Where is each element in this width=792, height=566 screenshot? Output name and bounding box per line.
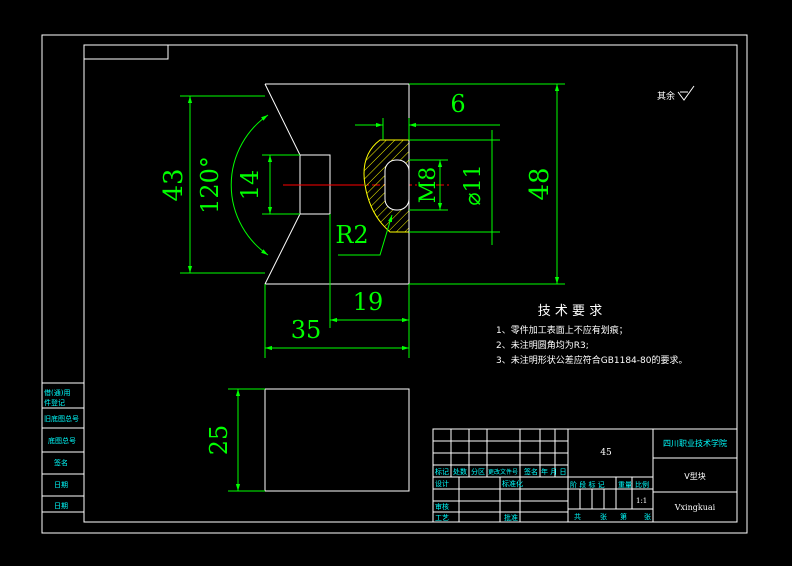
tech-item-3: 3、未注明形状公差应符合GB1184-80的要求。 <box>496 354 687 366</box>
dim-6: 6 <box>450 90 465 118</box>
side-column <box>41 382 85 513</box>
tb-header-1: 标记 <box>435 467 449 476</box>
dim-43: 43 <box>159 168 189 201</box>
title-block <box>432 428 738 523</box>
side-label-7: 日期 <box>54 502 68 510</box>
dim-48: 48 <box>525 167 555 200</box>
tb-material: 45 <box>600 448 612 458</box>
surface-note: 其余 <box>657 90 675 102</box>
side-label-6: 日期 <box>54 481 68 489</box>
tb-scale-label: 比例 <box>635 480 649 489</box>
dim-m8: M8 <box>416 167 441 204</box>
tb-sheet-1: 共 <box>574 512 581 521</box>
tb-std-label: 标准化 <box>502 479 523 488</box>
tb-header-4: 更改文件号 <box>488 468 518 476</box>
outer-frame <box>41 34 748 534</box>
tb-approve-label: 批准 <box>504 513 518 522</box>
dim-14: 14 <box>236 170 264 201</box>
tb-stage-label: 阶 段 标 记 <box>570 480 605 489</box>
tb-institution: 四川职业技术学院 <box>663 438 727 448</box>
tb-sheet-2: 张 <box>600 512 607 521</box>
dim-25: 25 <box>205 425 233 456</box>
tb-header-6: 年 月 日 <box>541 467 566 476</box>
dimension-lines <box>180 83 565 492</box>
bottom-view <box>264 388 410 492</box>
tb-weight-label: 重量 <box>618 481 632 489</box>
tb-header-2: 处数 <box>453 467 467 476</box>
side-label-2: 件登记 <box>44 398 65 407</box>
tb-sheet-3: 第 <box>620 512 627 521</box>
side-label-3: 旧底图总号 <box>44 414 79 423</box>
code-box-top-left <box>83 44 169 60</box>
dim-35: 35 <box>291 316 322 344</box>
tech-item-1: 1、零件加工表面上不应有划痕； <box>496 324 628 336</box>
tech-item-2: 2、未注明圆角均为R3; <box>496 339 589 351</box>
tb-sheet-4: 张 <box>644 512 651 521</box>
side-label-5: 签名 <box>54 458 68 467</box>
tb-header-5: 签名 <box>524 467 538 476</box>
tb-drawing-code: Vxingkuai <box>674 503 716 512</box>
tb-role-review: 审核 <box>435 502 449 511</box>
dim-120-deg: 120° <box>196 156 224 214</box>
tb-scale-value: 1:1 <box>636 497 647 505</box>
tech-title: 技 术 要 求 <box>538 304 602 319</box>
tb-role-process: 工艺 <box>435 514 449 522</box>
tb-role-design: 设计 <box>435 479 449 488</box>
inner-frame <box>83 44 738 523</box>
roughness-symbol-icon <box>677 85 695 101</box>
dim-19: 19 <box>353 288 384 316</box>
side-label-1: 借(通)用 <box>44 388 70 397</box>
hatched-section <box>363 139 410 233</box>
side-label-4: 底图总号 <box>48 436 76 445</box>
tb-part-name: V型块 <box>684 471 705 481</box>
dim-diameter-11: ⌀11 <box>461 164 486 205</box>
tb-header-3: 分区 <box>471 467 485 476</box>
dim-r2: R2 <box>335 221 368 249</box>
